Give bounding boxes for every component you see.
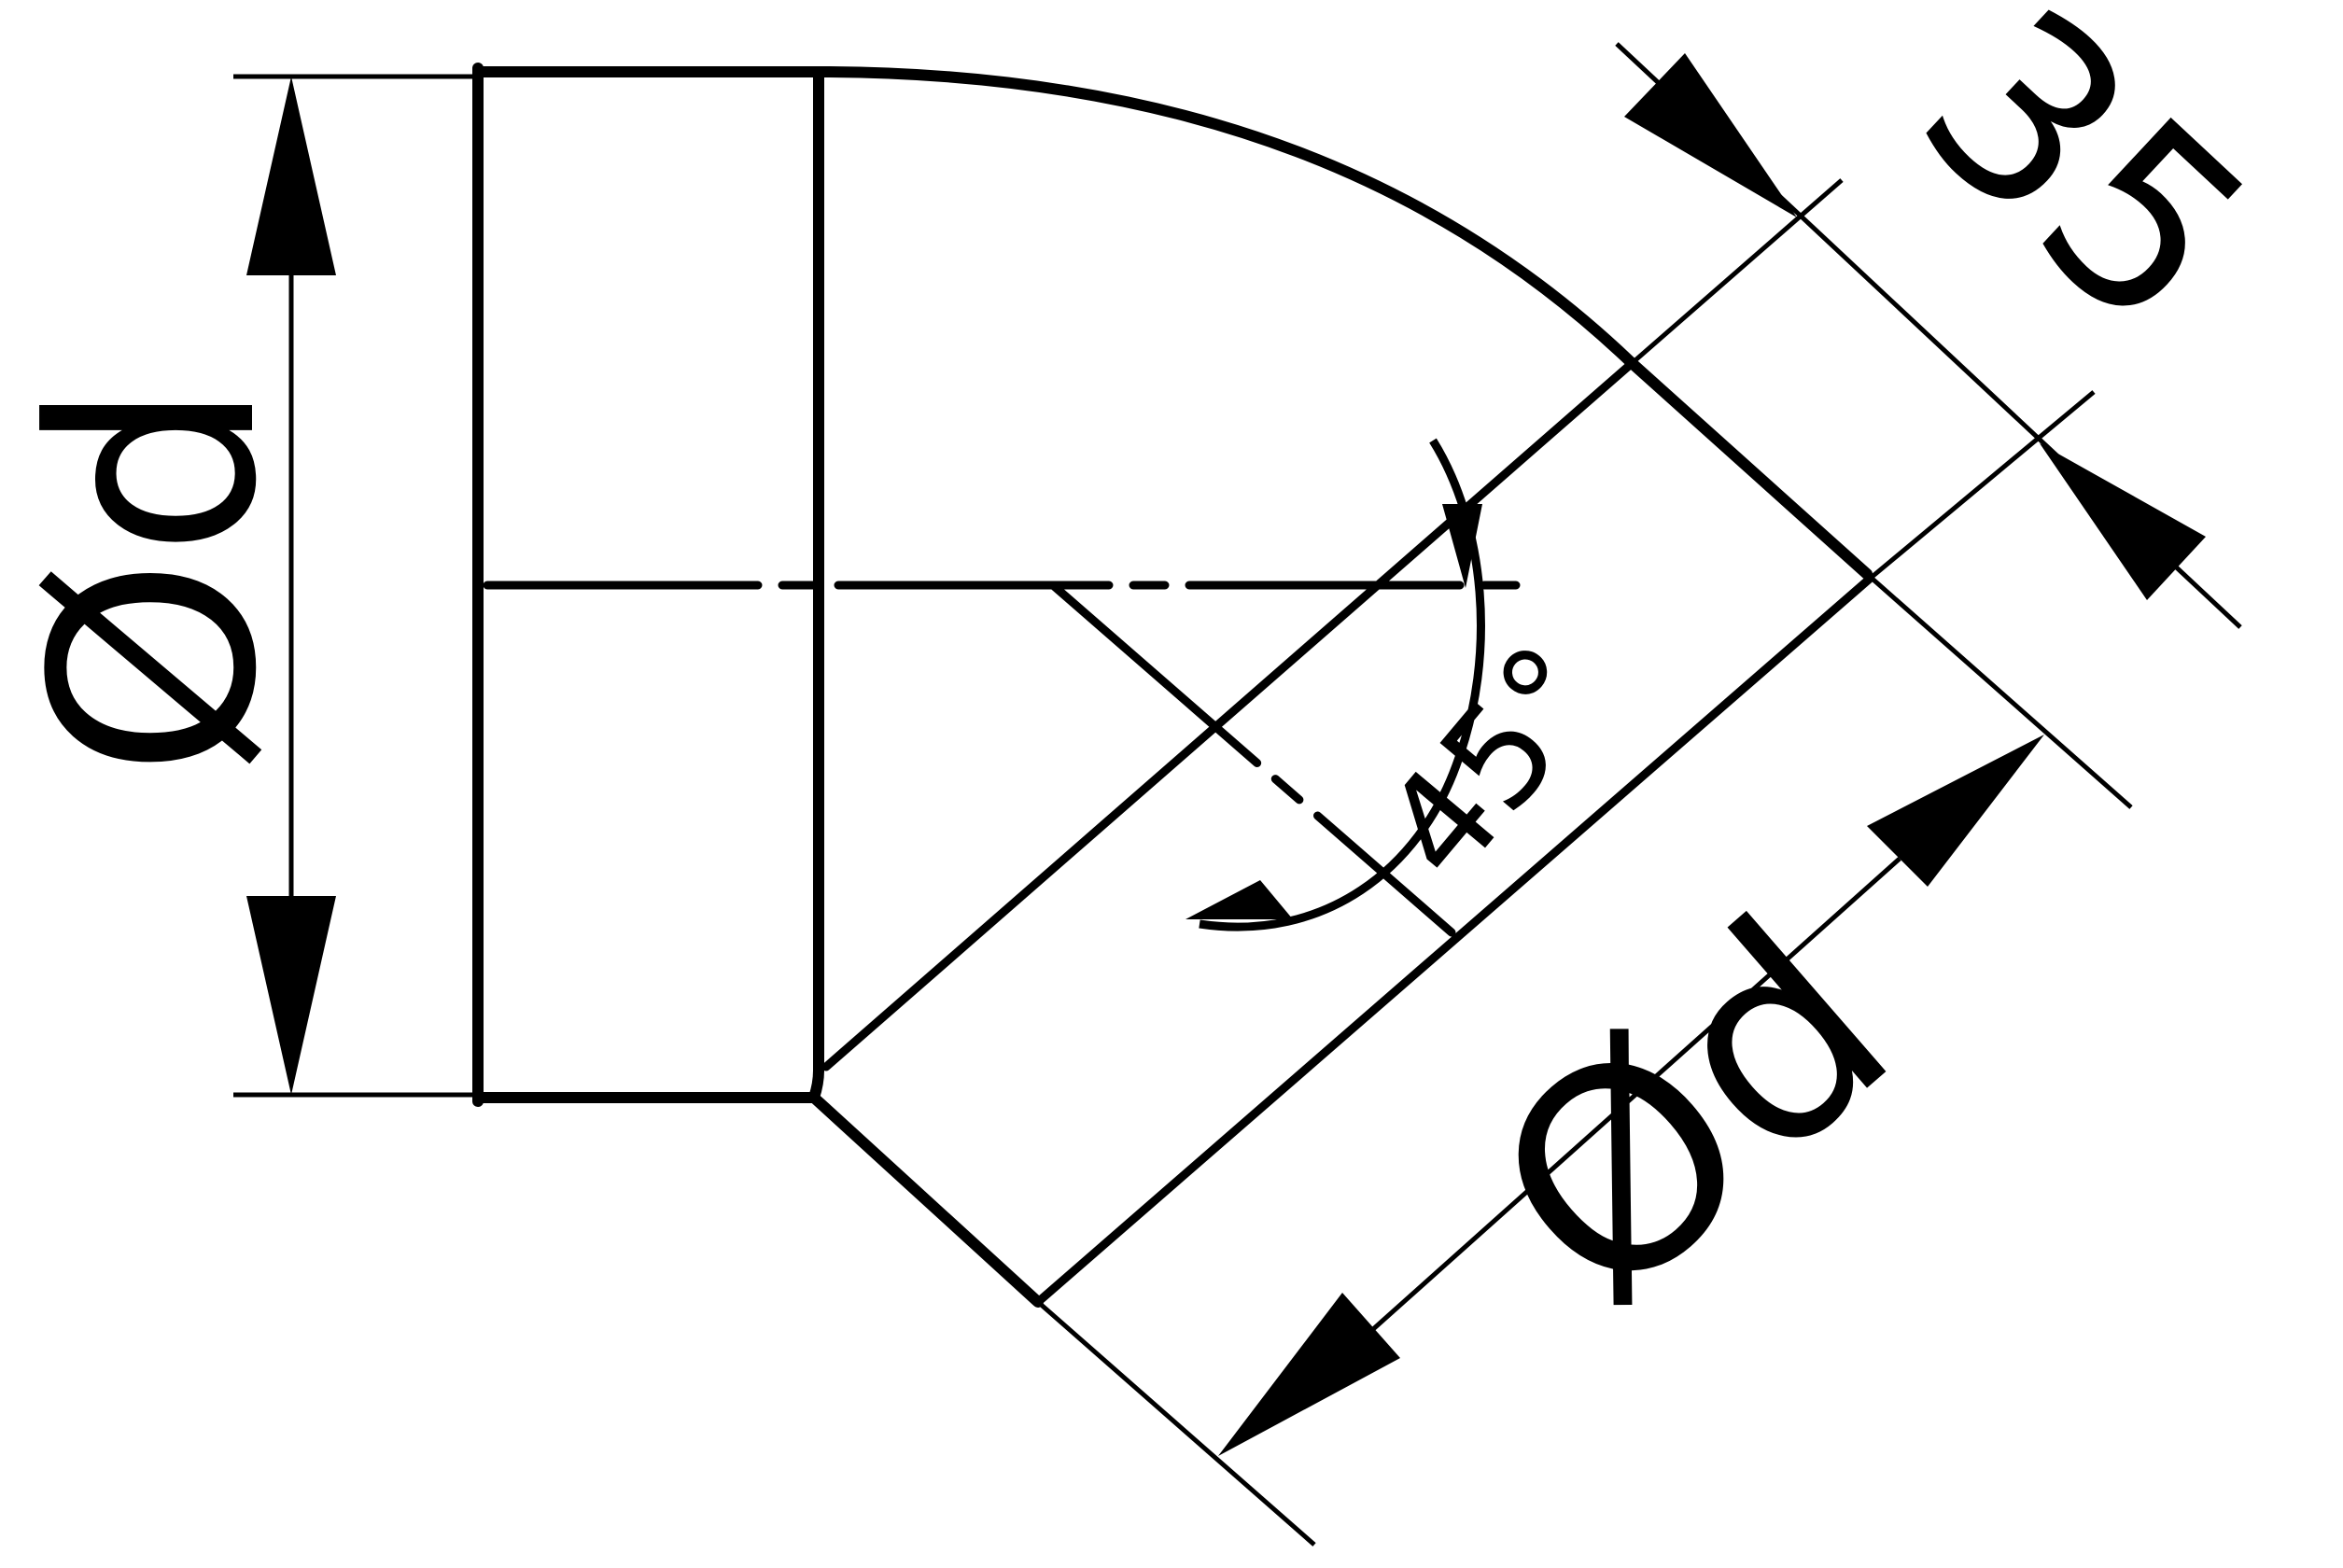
arrow-down bbox=[246, 896, 336, 1095]
end-face-line-upper bbox=[1627, 178, 1844, 368]
inner-angled-edge bbox=[808, 1092, 1044, 1308]
extension-lower bbox=[1036, 1300, 1316, 1547]
arrow-length-bottom bbox=[2040, 443, 2206, 600]
arrow-lower-left bbox=[1218, 1293, 1400, 1456]
angled-section-edges bbox=[1036, 178, 2133, 1547]
diameter-label-left: Ød bbox=[0, 380, 318, 778]
diameter-label-diagonal: Ød bbox=[1435, 859, 1949, 1365]
dimension-angle: 45° bbox=[1186, 438, 1636, 931]
arrow-upper-right bbox=[1867, 735, 2044, 887]
length-label: 35 bbox=[1868, 0, 2303, 386]
dimension-length: 35 bbox=[1615, 0, 2303, 629]
inner-bend-arc bbox=[808, 1065, 824, 1103]
extension-upper bbox=[1865, 572, 2133, 809]
dim-line-diagonal bbox=[1370, 857, 1901, 1332]
arrow-length-top bbox=[1624, 53, 1797, 217]
wall-line-upper bbox=[821, 361, 1634, 1071]
end-face-line-lower bbox=[1868, 390, 2096, 581]
pipe-outline bbox=[472, 63, 1873, 1308]
arrow-up bbox=[246, 77, 336, 275]
wall-line-lower bbox=[1033, 574, 1874, 1307]
dimension-diagonal-diameter: Ød bbox=[1218, 735, 2044, 1456]
outer-angled-edge bbox=[1625, 357, 1873, 580]
outer-bend-arc bbox=[816, 66, 1636, 368]
dimension-left-diameter: Ød bbox=[0, 74, 481, 1098]
angle-arrow-top bbox=[1442, 504, 1482, 588]
angle-arrow-bottom bbox=[1186, 880, 1293, 919]
